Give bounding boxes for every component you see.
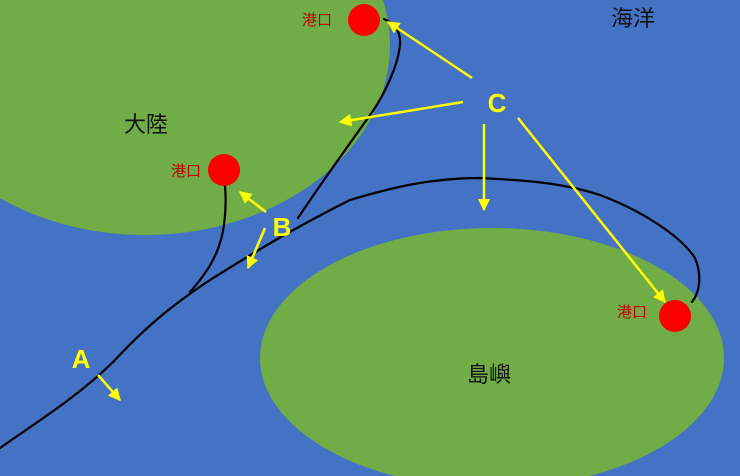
port-label-north: 港口: [302, 11, 332, 29]
port-marker-island: [659, 300, 691, 332]
arrow-c-island-port: [517, 117, 666, 303]
mainland-label: 大陸: [124, 113, 168, 138]
arrow-a: [97, 374, 121, 401]
arrow-b-port: [239, 191, 267, 213]
marker-b: B: [273, 212, 292, 242]
island-label: 島嶼: [467, 363, 511, 388]
indicator-arrows: [97, 20, 666, 401]
arrow-b-route: [246, 227, 267, 270]
mainland-area: [0, 0, 390, 235]
port-label-island: 港口: [617, 303, 647, 321]
route-main: [0, 176, 701, 450]
arrow-c-north-port: [386, 20, 473, 80]
ocean-label: 海洋: [611, 7, 655, 32]
marker-c: C: [488, 88, 507, 118]
island-area: [260, 228, 724, 476]
route-mainland-west-port: [188, 184, 227, 294]
port-label-mainland: 港口: [171, 162, 201, 180]
port-marker-north: [348, 4, 380, 36]
port-marker-mainland: [208, 154, 240, 186]
marker-a: A: [72, 344, 91, 374]
arrow-c-mainland: [338, 100, 464, 127]
